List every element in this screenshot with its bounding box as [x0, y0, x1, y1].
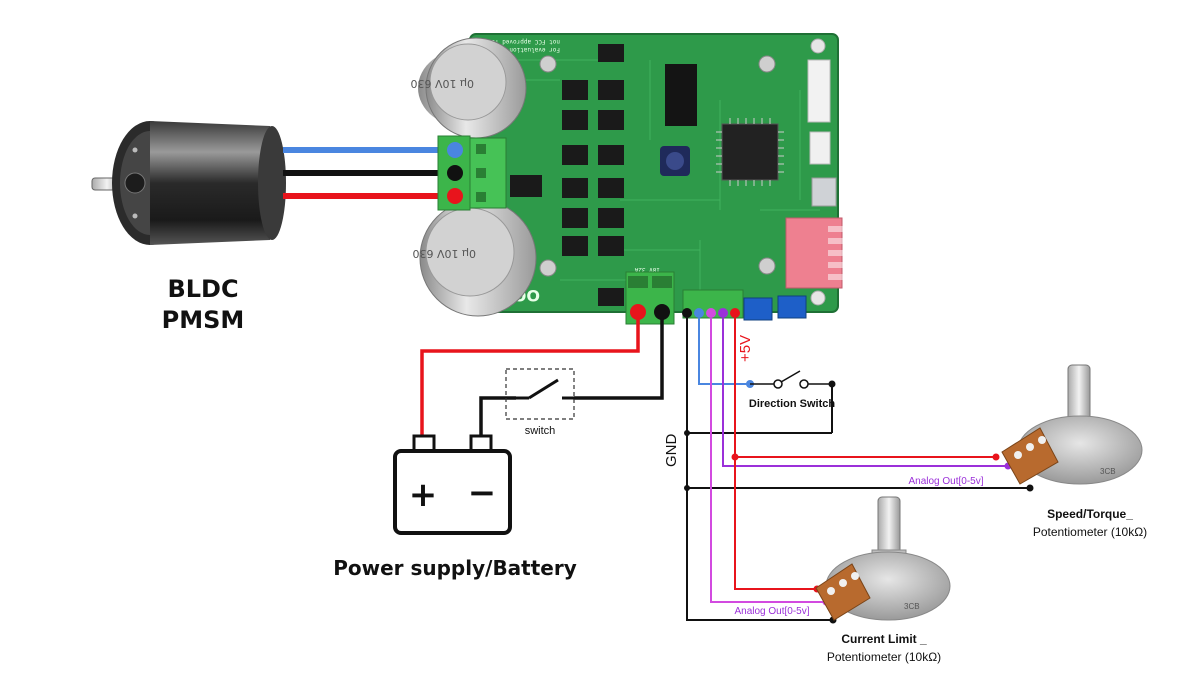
- capacitor-bottom-marking: 0μ 10V 630: [412, 247, 476, 260]
- capacitor-bottom: 0μ 10V 630: [412, 199, 537, 317]
- pin-5v: [730, 308, 740, 318]
- motor-label-pmsm: PMSM: [162, 306, 245, 334]
- pin-current-analog: [706, 308, 716, 318]
- speed-potentiometer[interactable]: 3CB: [1001, 364, 1143, 485]
- bldc-motor: [91, 121, 286, 245]
- battery-minus-sign: −: [468, 473, 497, 513]
- pin-gnd: [682, 308, 692, 318]
- board-fcc-note-2: For evaluation only;: [488, 46, 560, 53]
- power-switch[interactable]: [505, 368, 575, 420]
- analog-out-current-label: Analog Out[0-5v]: [734, 606, 809, 617]
- capacitor-top: 0μ 10V 630: [410, 37, 527, 139]
- battery-plus-sign: +: [409, 475, 438, 515]
- motor-controller-board: OOS not FCC approved for resale. For eva…: [459, 33, 846, 321]
- terminal-power-positive: [630, 304, 646, 320]
- gnd-label: GND: [663, 434, 680, 468]
- terminal-phase-red: [447, 188, 463, 204]
- motor-phase-wires: [283, 147, 450, 199]
- speed-pot-label-line1: Speed/Torque_: [1047, 507, 1133, 521]
- motor-label-bldc: BLDC: [167, 275, 238, 303]
- terminal-phase-blue: [447, 142, 463, 158]
- battery: [393, 434, 512, 535]
- plus-5v-label: +5V: [737, 335, 754, 362]
- analog-out-speed-label: Analog Out[0-5v]: [908, 476, 983, 487]
- terminal-phase-black: [447, 165, 463, 181]
- direction-switch[interactable]: [746, 370, 836, 389]
- current-potentiometer[interactable]: 3CB: [815, 496, 951, 621]
- speed-pot-label-line2: Potentiometer (10kΩ): [1033, 525, 1147, 539]
- board-power-rating: 18V 32A: [634, 266, 660, 273]
- direction-switch-label: Direction Switch: [749, 398, 835, 410]
- current-pot-label-line1: Current Limit _: [841, 632, 927, 646]
- capacitor-top-marking: 0μ 10V 630: [410, 77, 474, 90]
- pin-speed-analog: [718, 308, 728, 318]
- current-pot-label-line2: Potentiometer (10kΩ): [827, 650, 941, 664]
- power-wires: [420, 318, 664, 440]
- current-pot-code: 3CB: [904, 602, 920, 611]
- power-supply-label: Power supply/Battery: [333, 556, 577, 580]
- terminal-power-negative: [654, 304, 670, 320]
- power-switch-label: switch: [525, 425, 556, 437]
- speed-pot-code: 3CB: [1100, 467, 1116, 476]
- board-fcc-note-1: not FCC approved for resale.: [459, 38, 560, 45]
- pin-direction: [694, 308, 704, 318]
